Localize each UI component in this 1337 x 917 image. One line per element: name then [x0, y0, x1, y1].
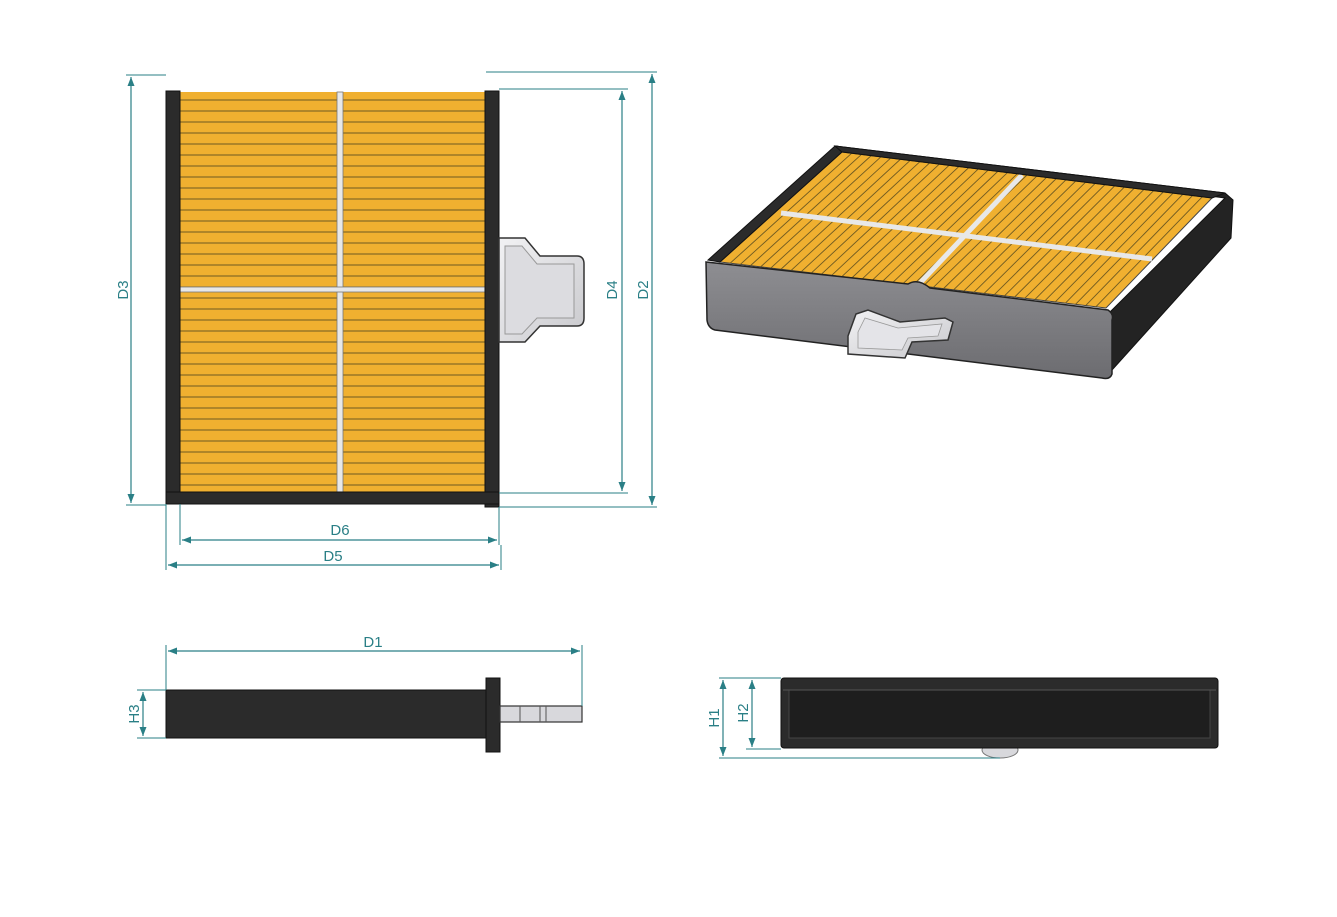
front-view	[165, 90, 585, 508]
iso-pleat-line	[740, 154, 862, 265]
dimension-d5: D5	[165, 504, 502, 570]
iso-pleat-line	[902, 173, 1018, 285]
dimension-d4: D4	[499, 88, 628, 494]
iso-pleat-line	[922, 175, 1038, 287]
dimension-h1: H1	[706, 677, 1000, 759]
iso-pleat-line	[1024, 187, 1135, 299]
dimension-label-d2: D2	[635, 280, 652, 299]
dimension-label-d1: D1	[363, 634, 382, 651]
iso-pleat-line	[933, 177, 1047, 288]
iso-pleat-line	[872, 169, 989, 281]
dimension-d3: D3	[115, 74, 166, 506]
iso-pleat-line	[831, 164, 950, 276]
iso-pleat-line	[1065, 192, 1174, 304]
side-view-tab	[499, 705, 583, 723]
iso-pleat-line	[750, 155, 872, 266]
dimension-d1: D1	[165, 634, 583, 706]
dimension-label-h1: H1	[706, 708, 723, 727]
iso-pleat-line	[953, 179, 1067, 291]
iso-pleat-line	[770, 157, 891, 269]
iso-pleat-line	[861, 168, 979, 280]
iso-filter-pleats	[729, 152, 1203, 308]
dimension-label-d3: D3	[115, 280, 132, 299]
iso-housing-side	[705, 261, 1114, 380]
side-view	[165, 677, 583, 753]
frame-bottom	[165, 491, 500, 505]
dimension-h2: H2	[735, 680, 781, 750]
iso-pleat-line	[1085, 195, 1193, 306]
iso-pleat-line	[963, 180, 1076, 292]
iso-pleat-line	[841, 166, 960, 277]
iso-pleat-line	[800, 161, 921, 273]
iso-pleat-line	[780, 158, 901, 270]
iso-pleat-line	[1075, 194, 1184, 305]
dimension-label-h2: H2	[735, 703, 752, 722]
isometric-view	[705, 145, 1234, 380]
iso-pleat-line	[1044, 190, 1154, 302]
iso-pleat-line	[1095, 196, 1203, 308]
media-divider-horizontal	[179, 286, 486, 293]
iso-pleat-line	[882, 171, 999, 282]
iso-pleat-line	[973, 181, 1086, 293]
iso-pleat-line	[1034, 189, 1145, 300]
iso-pleat-line	[983, 183, 1096, 294]
dimension-h3: H3	[126, 689, 166, 739]
dimension-d2: D2	[486, 71, 657, 508]
iso-pleat-line	[821, 163, 940, 275]
end-view	[780, 677, 1219, 759]
iso-pleat-line	[729, 152, 853, 264]
dimension-label-h3: H3	[126, 704, 143, 723]
iso-pleat-line	[943, 178, 1057, 289]
iso-pleat-line	[1054, 191, 1164, 303]
dimension-d6: D6	[179, 504, 500, 545]
iso-pleat-line	[760, 156, 882, 268]
filter-pleats	[180, 99, 485, 486]
iso-pleat-line	[1004, 185, 1115, 297]
iso-pleat-line	[1014, 186, 1125, 298]
iso-pleat-line	[892, 172, 1008, 283]
dimension-label-d5: D5	[323, 548, 342, 565]
side-view-flange	[485, 677, 501, 753]
iso-pleat-line	[790, 160, 911, 271]
frame-left	[165, 90, 181, 505]
frame-right	[484, 90, 500, 508]
dimension-label-d4: D4	[604, 280, 621, 299]
side-view-body	[165, 689, 491, 739]
iso-pleat-line	[993, 184, 1106, 296]
dimension-label-d6: D6	[330, 522, 349, 539]
iso-pleat-line	[851, 167, 969, 279]
iso-pleat-line	[811, 162, 930, 274]
